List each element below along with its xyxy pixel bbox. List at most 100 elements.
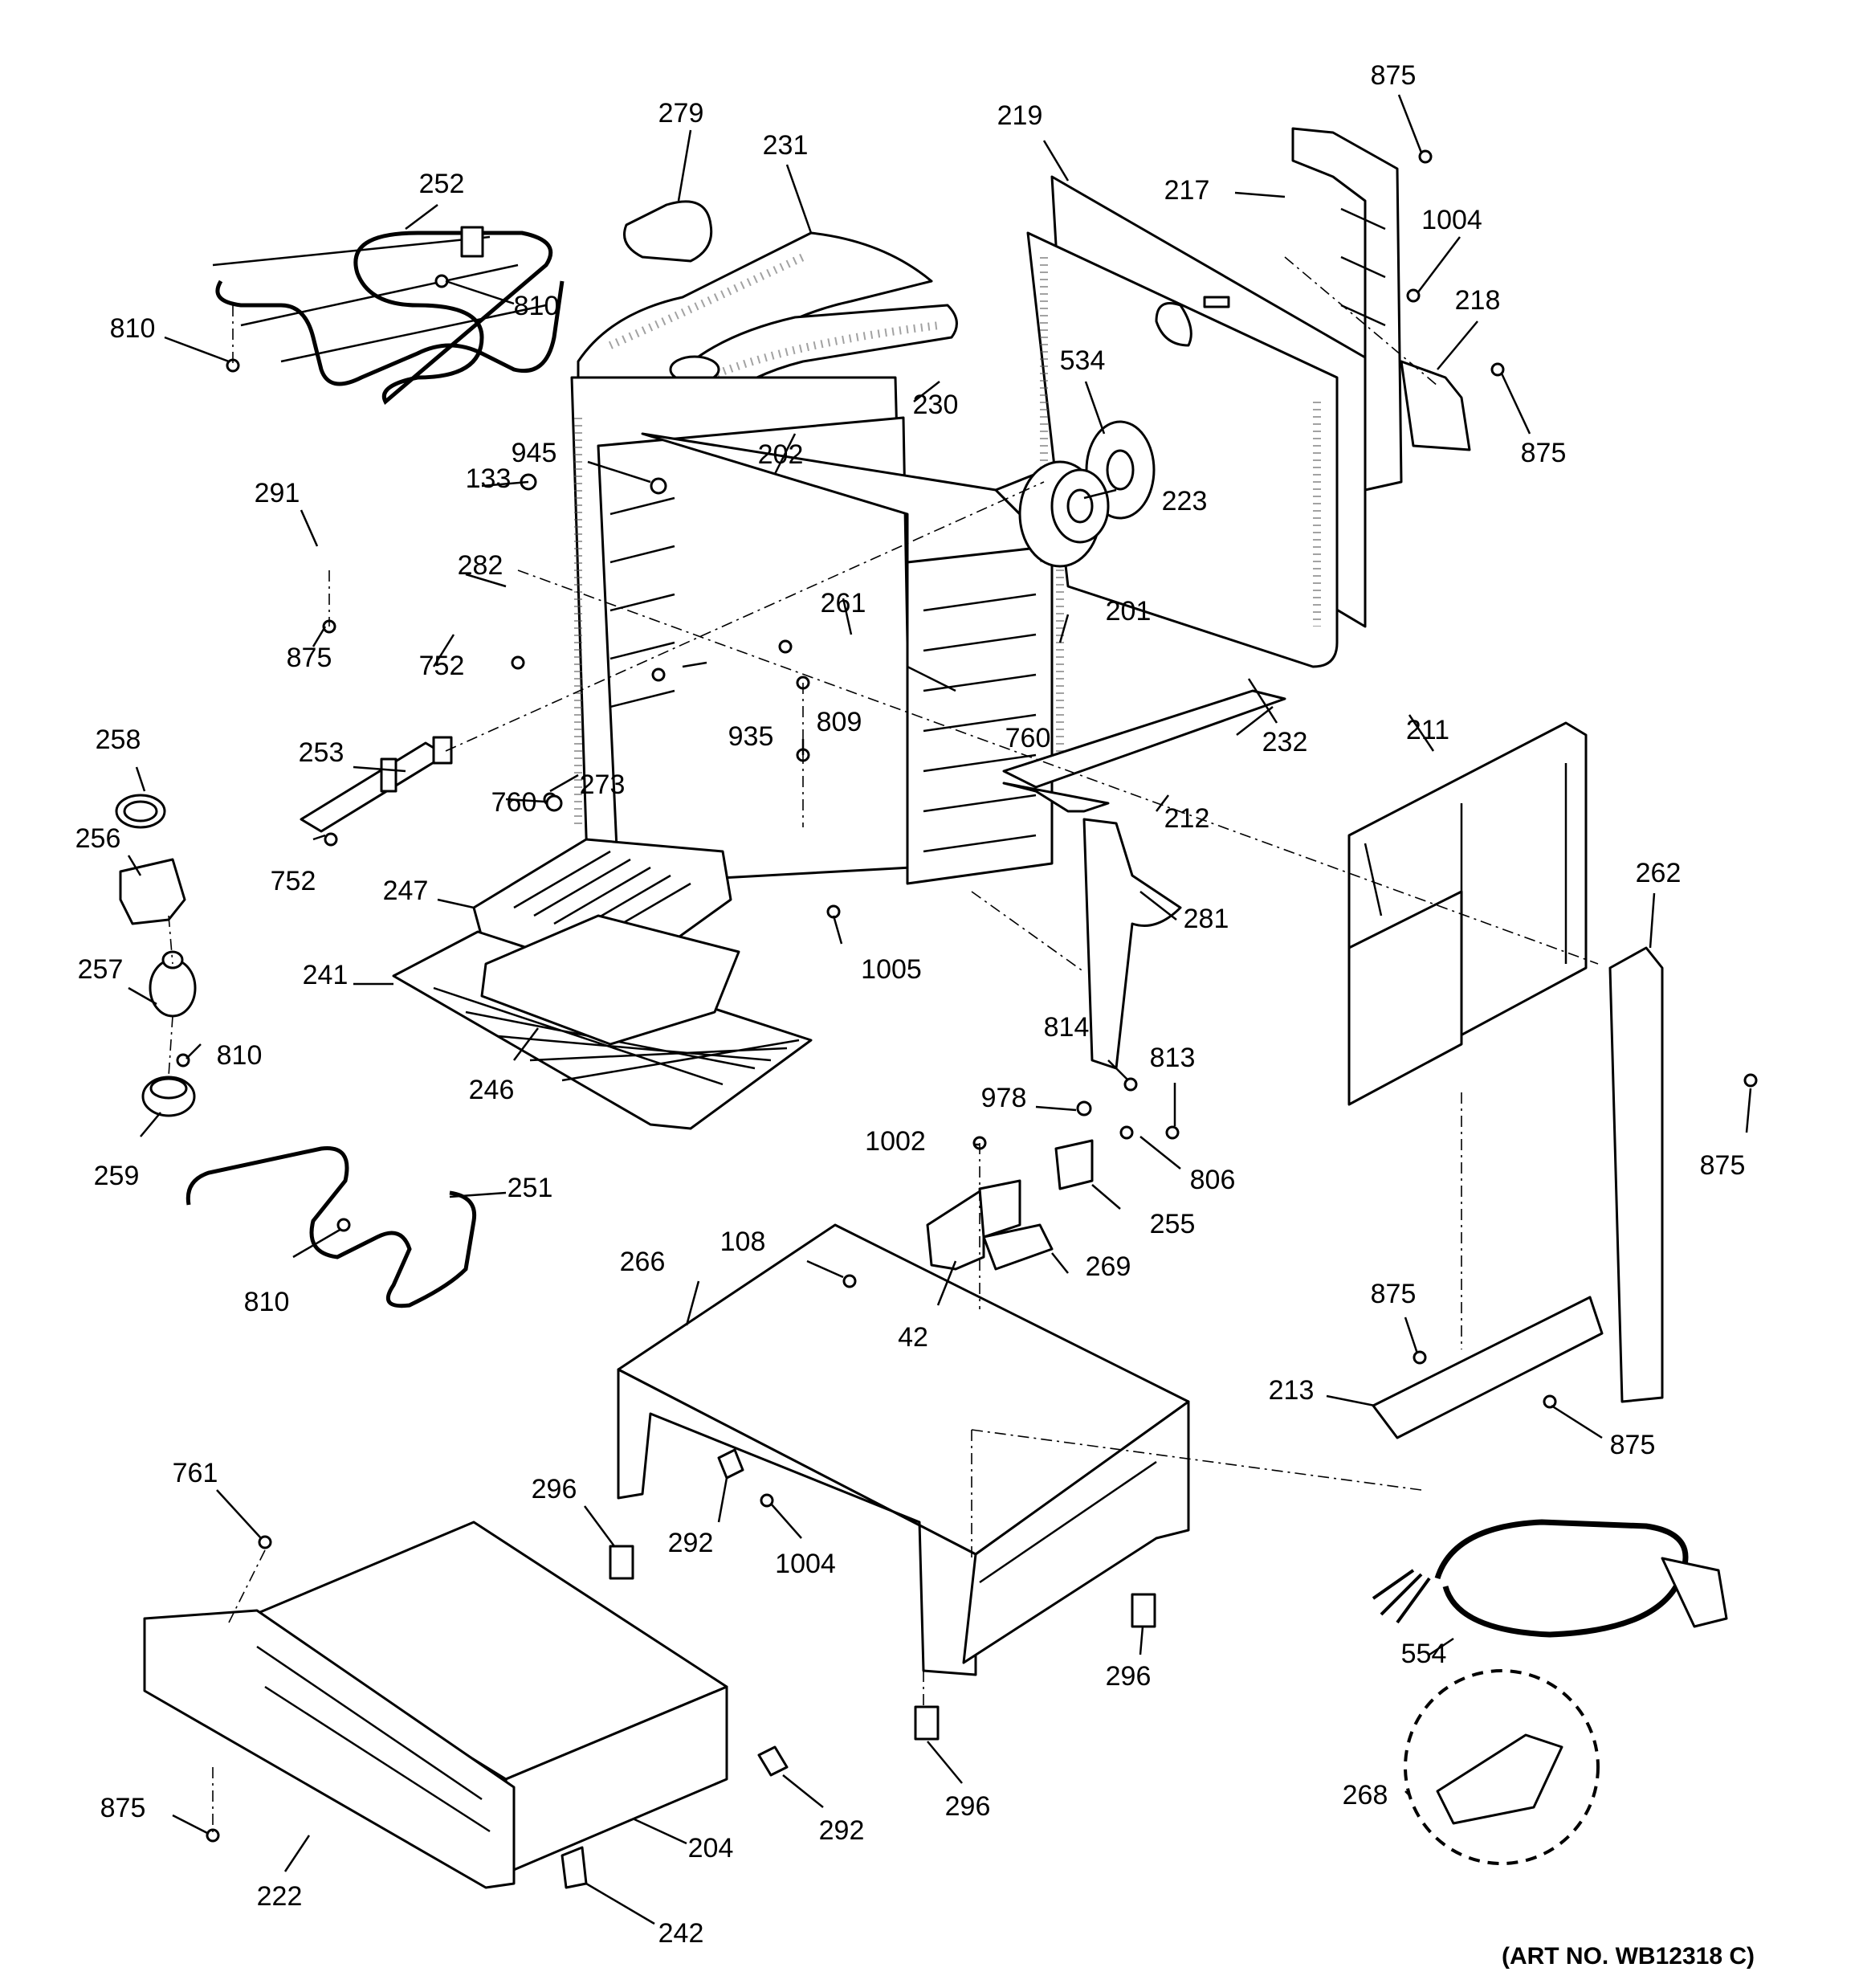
drawer-stop [561, 1846, 588, 1889]
callout-534: 534 [1060, 345, 1106, 376]
callout-108: 108 [720, 1227, 766, 1257]
callout-213: 213 [1269, 1375, 1315, 1406]
callout-253: 253 [299, 737, 344, 768]
callout-810: 810 [217, 1040, 263, 1071]
callout-296: 296 [1106, 1661, 1152, 1692]
callout-259: 259 [94, 1161, 140, 1191]
rear-insulation-panel [1026, 175, 1367, 668]
callout-266: 266 [620, 1247, 666, 1277]
callout-813: 813 [1150, 1043, 1196, 1073]
convection-fan [1018, 420, 1156, 568]
callout-806: 806 [1190, 1165, 1236, 1195]
callout-labels: 875 279 231 219 217 252 1004 810 218 810 230 534 875… [75, 60, 1746, 1949]
callout-201: 201 [1106, 596, 1152, 627]
callout-875: 875 [1700, 1150, 1746, 1181]
callout-875: 875 [287, 643, 332, 673]
callout-291: 291 [255, 478, 300, 508]
callout-935: 935 [728, 721, 774, 752]
callout-218: 218 [1455, 285, 1501, 316]
callout-230: 230 [913, 390, 959, 420]
callout-211: 211 [1406, 715, 1449, 745]
screws [176, 149, 1758, 1843]
vent-cover [623, 200, 713, 263]
callout-261: 261 [821, 588, 866, 618]
callout-257: 257 [78, 954, 124, 985]
callout-752: 752 [419, 651, 465, 681]
callout-945: 945 [512, 438, 557, 468]
temperature-sensor [300, 736, 453, 833]
callout-281: 281 [1184, 904, 1229, 934]
callout-810: 810 [514, 291, 560, 321]
callout-296: 296 [945, 1791, 991, 1822]
callout-273: 273 [580, 769, 626, 800]
broil-element [212, 226, 565, 405]
callout-752: 752 [271, 866, 316, 896]
oven-rack [392, 914, 813, 1130]
callout-232: 232 [1262, 727, 1308, 757]
callout-242: 242 [658, 1918, 704, 1949]
callout-1004: 1004 [775, 1549, 836, 1579]
art-number: (ART NO. WB12318 C) [1502, 1943, 1755, 1970]
callout-875: 875 [1521, 438, 1567, 468]
power-cord [1372, 1519, 1728, 1638]
oven-light-assembly [115, 794, 197, 1117]
callout-279: 279 [658, 98, 704, 129]
drawer-support-frame [617, 1223, 1190, 1676]
callout-247: 247 [383, 876, 429, 906]
callout-1005: 1005 [861, 954, 922, 985]
callout-296: 296 [532, 1474, 577, 1504]
drawer-clip-right [757, 1745, 789, 1777]
storage-drawer [143, 1521, 728, 1889]
callout-875: 875 [1371, 1279, 1417, 1309]
callout-251: 251 [508, 1173, 553, 1203]
door-hinge [1082, 818, 1182, 1070]
callout-262: 262 [1636, 858, 1682, 888]
callout-255: 255 [1150, 1209, 1196, 1239]
callout-814: 814 [1044, 1012, 1090, 1043]
callout-875: 875 [1371, 60, 1417, 91]
callout-204: 204 [688, 1833, 734, 1863]
callout-809: 809 [817, 707, 862, 737]
oven-cavity [570, 376, 1064, 885]
callout-212: 212 [1164, 803, 1210, 834]
bake-element [185, 1146, 477, 1308]
callout-246: 246 [469, 1075, 515, 1105]
leveling-legs [609, 1545, 1156, 1741]
callout-258: 258 [96, 725, 141, 755]
callout-282: 282 [458, 550, 503, 581]
back-panel [1347, 721, 1588, 1106]
callout-554: 554 [1401, 1639, 1447, 1669]
callout-760: 760 [491, 787, 537, 818]
terminal-block [926, 1139, 1094, 1271]
callout-269: 269 [1086, 1251, 1131, 1282]
callout-241: 241 [303, 960, 349, 990]
callout-268: 268 [1343, 1780, 1388, 1810]
rear-brackets [1291, 127, 1471, 492]
detail-view-268 [1404, 1669, 1600, 1865]
callout-875: 875 [1610, 1430, 1656, 1460]
callout-1002: 1002 [865, 1126, 926, 1157]
callout-42: 42 [898, 1322, 928, 1353]
callout-978: 978 [981, 1083, 1027, 1113]
callout-133: 133 [466, 463, 512, 494]
callout-1004: 1004 [1421, 205, 1482, 235]
callout-760: 760 [1005, 723, 1051, 753]
callout-222: 222 [257, 1881, 303, 1912]
callout-810: 810 [244, 1287, 290, 1317]
callout-292: 292 [668, 1528, 714, 1558]
side-trim [1608, 946, 1664, 1403]
callout-223: 223 [1162, 486, 1208, 516]
callout-217: 217 [1164, 175, 1210, 206]
lower-support-bracket [1372, 1296, 1604, 1439]
callout-875: 875 [100, 1793, 146, 1823]
callout-256: 256 [75, 823, 121, 854]
callout-761: 761 [173, 1458, 218, 1488]
leader-lines [127, 94, 1752, 1925]
callout-231: 231 [763, 130, 809, 161]
drawer-clip-left [717, 1448, 744, 1480]
floor-strips [1002, 689, 1286, 813]
callout-219: 219 [997, 100, 1043, 131]
callout-252: 252 [419, 169, 465, 199]
